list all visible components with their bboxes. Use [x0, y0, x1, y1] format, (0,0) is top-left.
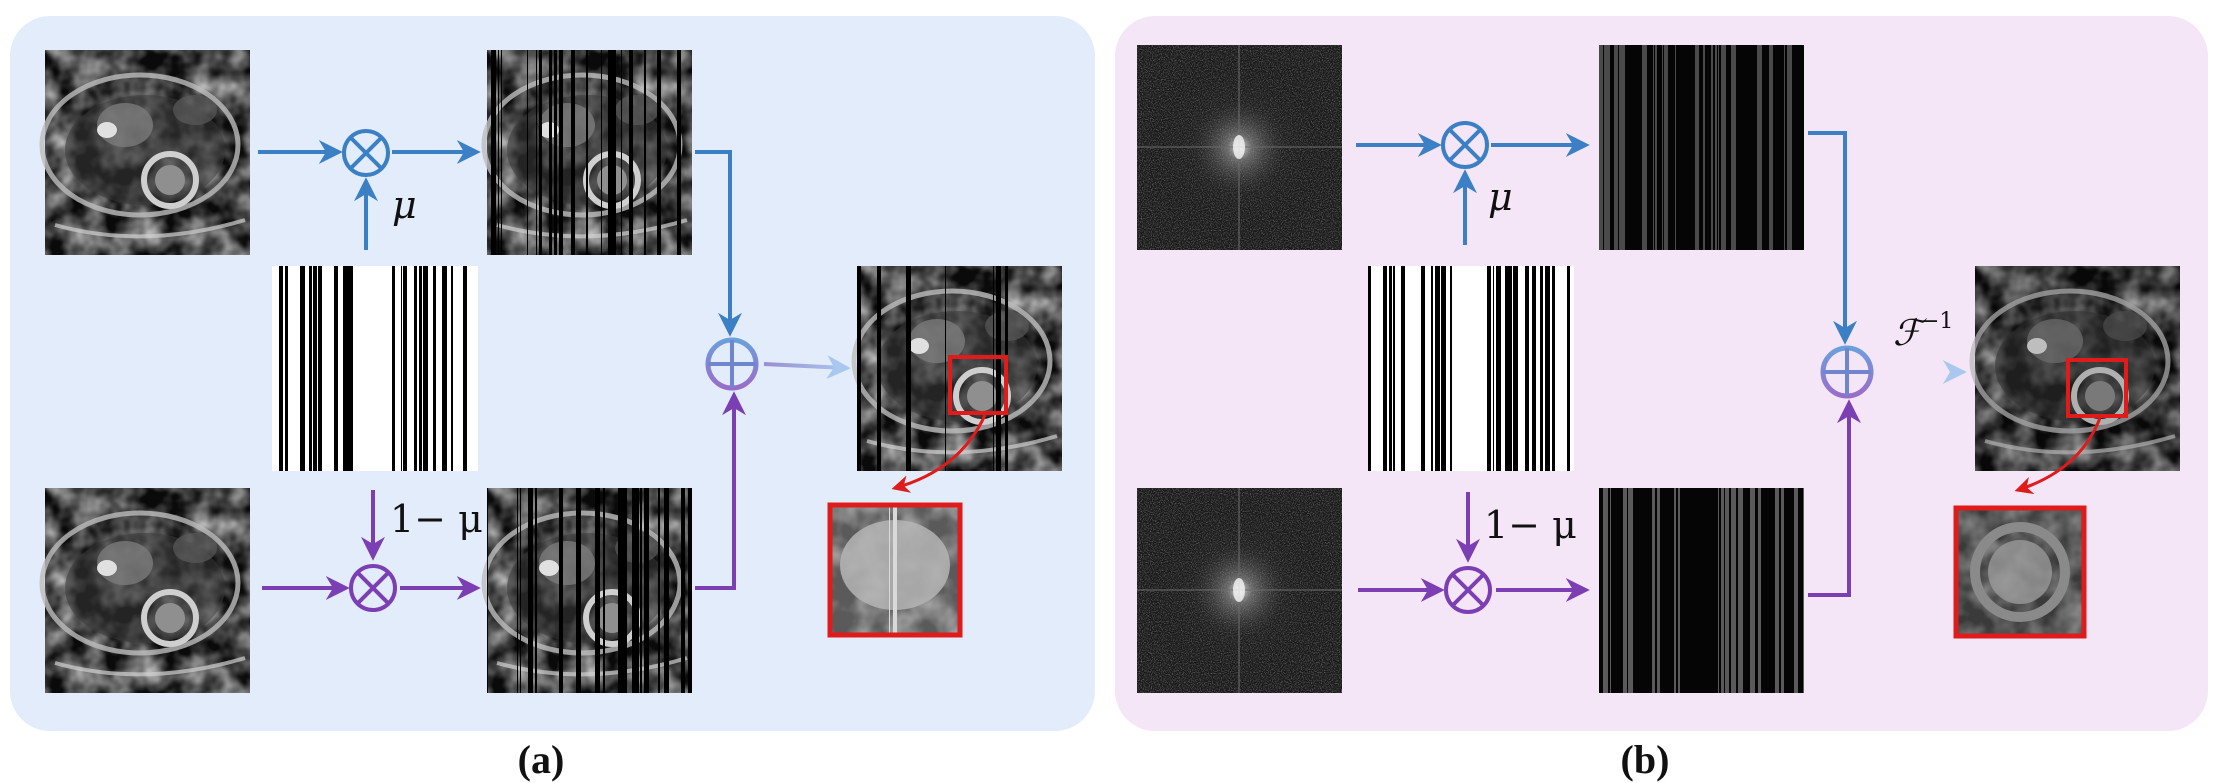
panel-b-mask: [1368, 266, 1574, 471]
panel-b-highlight-box: [2066, 358, 2128, 418]
panel-b-one-minus-mu-label: 1− μ: [1484, 503, 1577, 547]
panel-a-mask-bars: [279, 266, 467, 471]
panel-a-input-image-bottom: [42, 488, 250, 693]
panel-b-output-image: [1972, 266, 2180, 471]
panel-b-masked-kspace-top: [1599, 45, 1804, 250]
panel-b: μ 1− μ ℱ −1: [1137, 45, 2180, 693]
panel-b-masked-kspace-bottom: [1599, 488, 1804, 693]
panel-a-mask: [272, 266, 478, 471]
panel-b-multiply-node-top: [1441, 121, 1489, 169]
panel-a-mu-label: μ: [392, 183, 417, 227]
panel-a-highlight-box: [948, 355, 1008, 415]
panel-b-background: [1115, 16, 2208, 731]
panel-a-background: [10, 16, 1095, 731]
panel-a-one-minus-mu-label: 1− μ: [390, 497, 483, 541]
panel-b-inverse-fourier-superscript: −1: [1921, 309, 1953, 334]
panel-b-arrow-masked-top-to-add: [1808, 131, 1857, 345]
panel-a-arrow-add-to-output: [763, 355, 851, 380]
panel-a-masked-image-top: [484, 50, 692, 255]
panel-a-multiply-node-bottom: [349, 564, 397, 612]
panel-a-masked-image-bottom: [484, 488, 692, 693]
panel-a-input-image-top: [42, 50, 250, 255]
panel-b-multiply-node-bottom: [1444, 566, 1492, 614]
panel-b-label: (b): [1621, 737, 1670, 782]
panel-b-zoom-arrow: [2014, 417, 2102, 495]
panel-a-label: (a): [518, 737, 565, 782]
panel-b-kspace-input-bottom: [1137, 488, 1342, 693]
panel-a-output-image: [854, 266, 1062, 471]
panel-b-zoom-inset: [1953, 505, 2087, 639]
panel-a-zoom-inset: [827, 502, 963, 638]
panel-a: μ 1− μ: [42, 50, 1062, 693]
panel-b-arrow-masked-bottom-to-add: [1808, 399, 1861, 597]
panel-a-arrow-masked-top-to-add: [695, 150, 742, 337]
panel-b-kspace-input-top: [1137, 45, 1342, 250]
panel-a-arrow-masked-bottom-to-add: [695, 391, 746, 590]
panel-a-multiply-node-top: [342, 129, 390, 177]
panel-b-add-node: [1820, 345, 1874, 399]
panel-a-add-node: [705, 337, 759, 391]
panel-b-mask-bars: [1368, 266, 1570, 471]
panel-a-zoom-arrow: [891, 414, 987, 493]
panel-b-mu-label: μ: [1488, 175, 1513, 219]
